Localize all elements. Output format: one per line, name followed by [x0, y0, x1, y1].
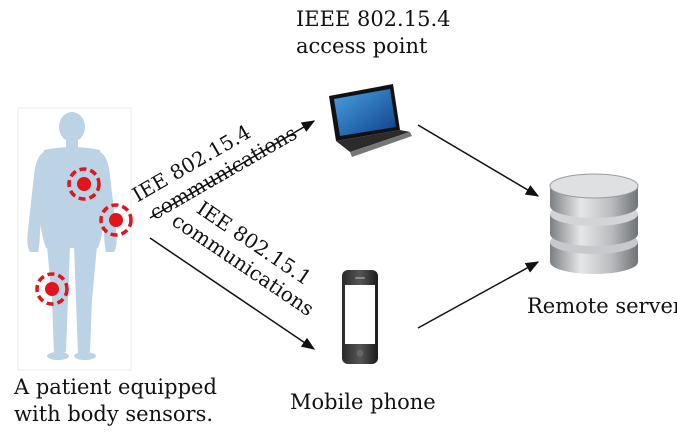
- patient-figure: [17, 107, 133, 371]
- remote-server-label: Remote server: [527, 294, 677, 318]
- access-point-line2: access point: [296, 34, 428, 58]
- patient-silhouette-icon: [27, 112, 117, 360]
- database-server-icon: [549, 173, 639, 274]
- laptop-icon: [329, 84, 412, 157]
- arrow-patient-to-laptop: [149, 120, 316, 219]
- sensor-icon: [67, 167, 101, 201]
- arrow-laptop-to-server: [417, 124, 540, 197]
- access-point-label: IEEE 802.15.4 access point: [296, 6, 450, 60]
- patient-caption-line2: with body sensors.: [14, 402, 214, 426]
- patient-caption: A patient equipped with body sensors.: [14, 374, 217, 428]
- patient-caption-line1: A patient equipped: [14, 375, 217, 399]
- access-point-line1: IEEE 802.15.4: [296, 7, 451, 31]
- arrow-patient-to-phone: [149, 237, 316, 350]
- mobile-phone-label: Mobile phone: [290, 390, 436, 414]
- sensor-icon: [99, 203, 133, 237]
- mobile-phone-icon: [330, 266, 390, 366]
- arrow-phone-to-server: [417, 261, 540, 329]
- sensor-icon: [35, 272, 69, 306]
